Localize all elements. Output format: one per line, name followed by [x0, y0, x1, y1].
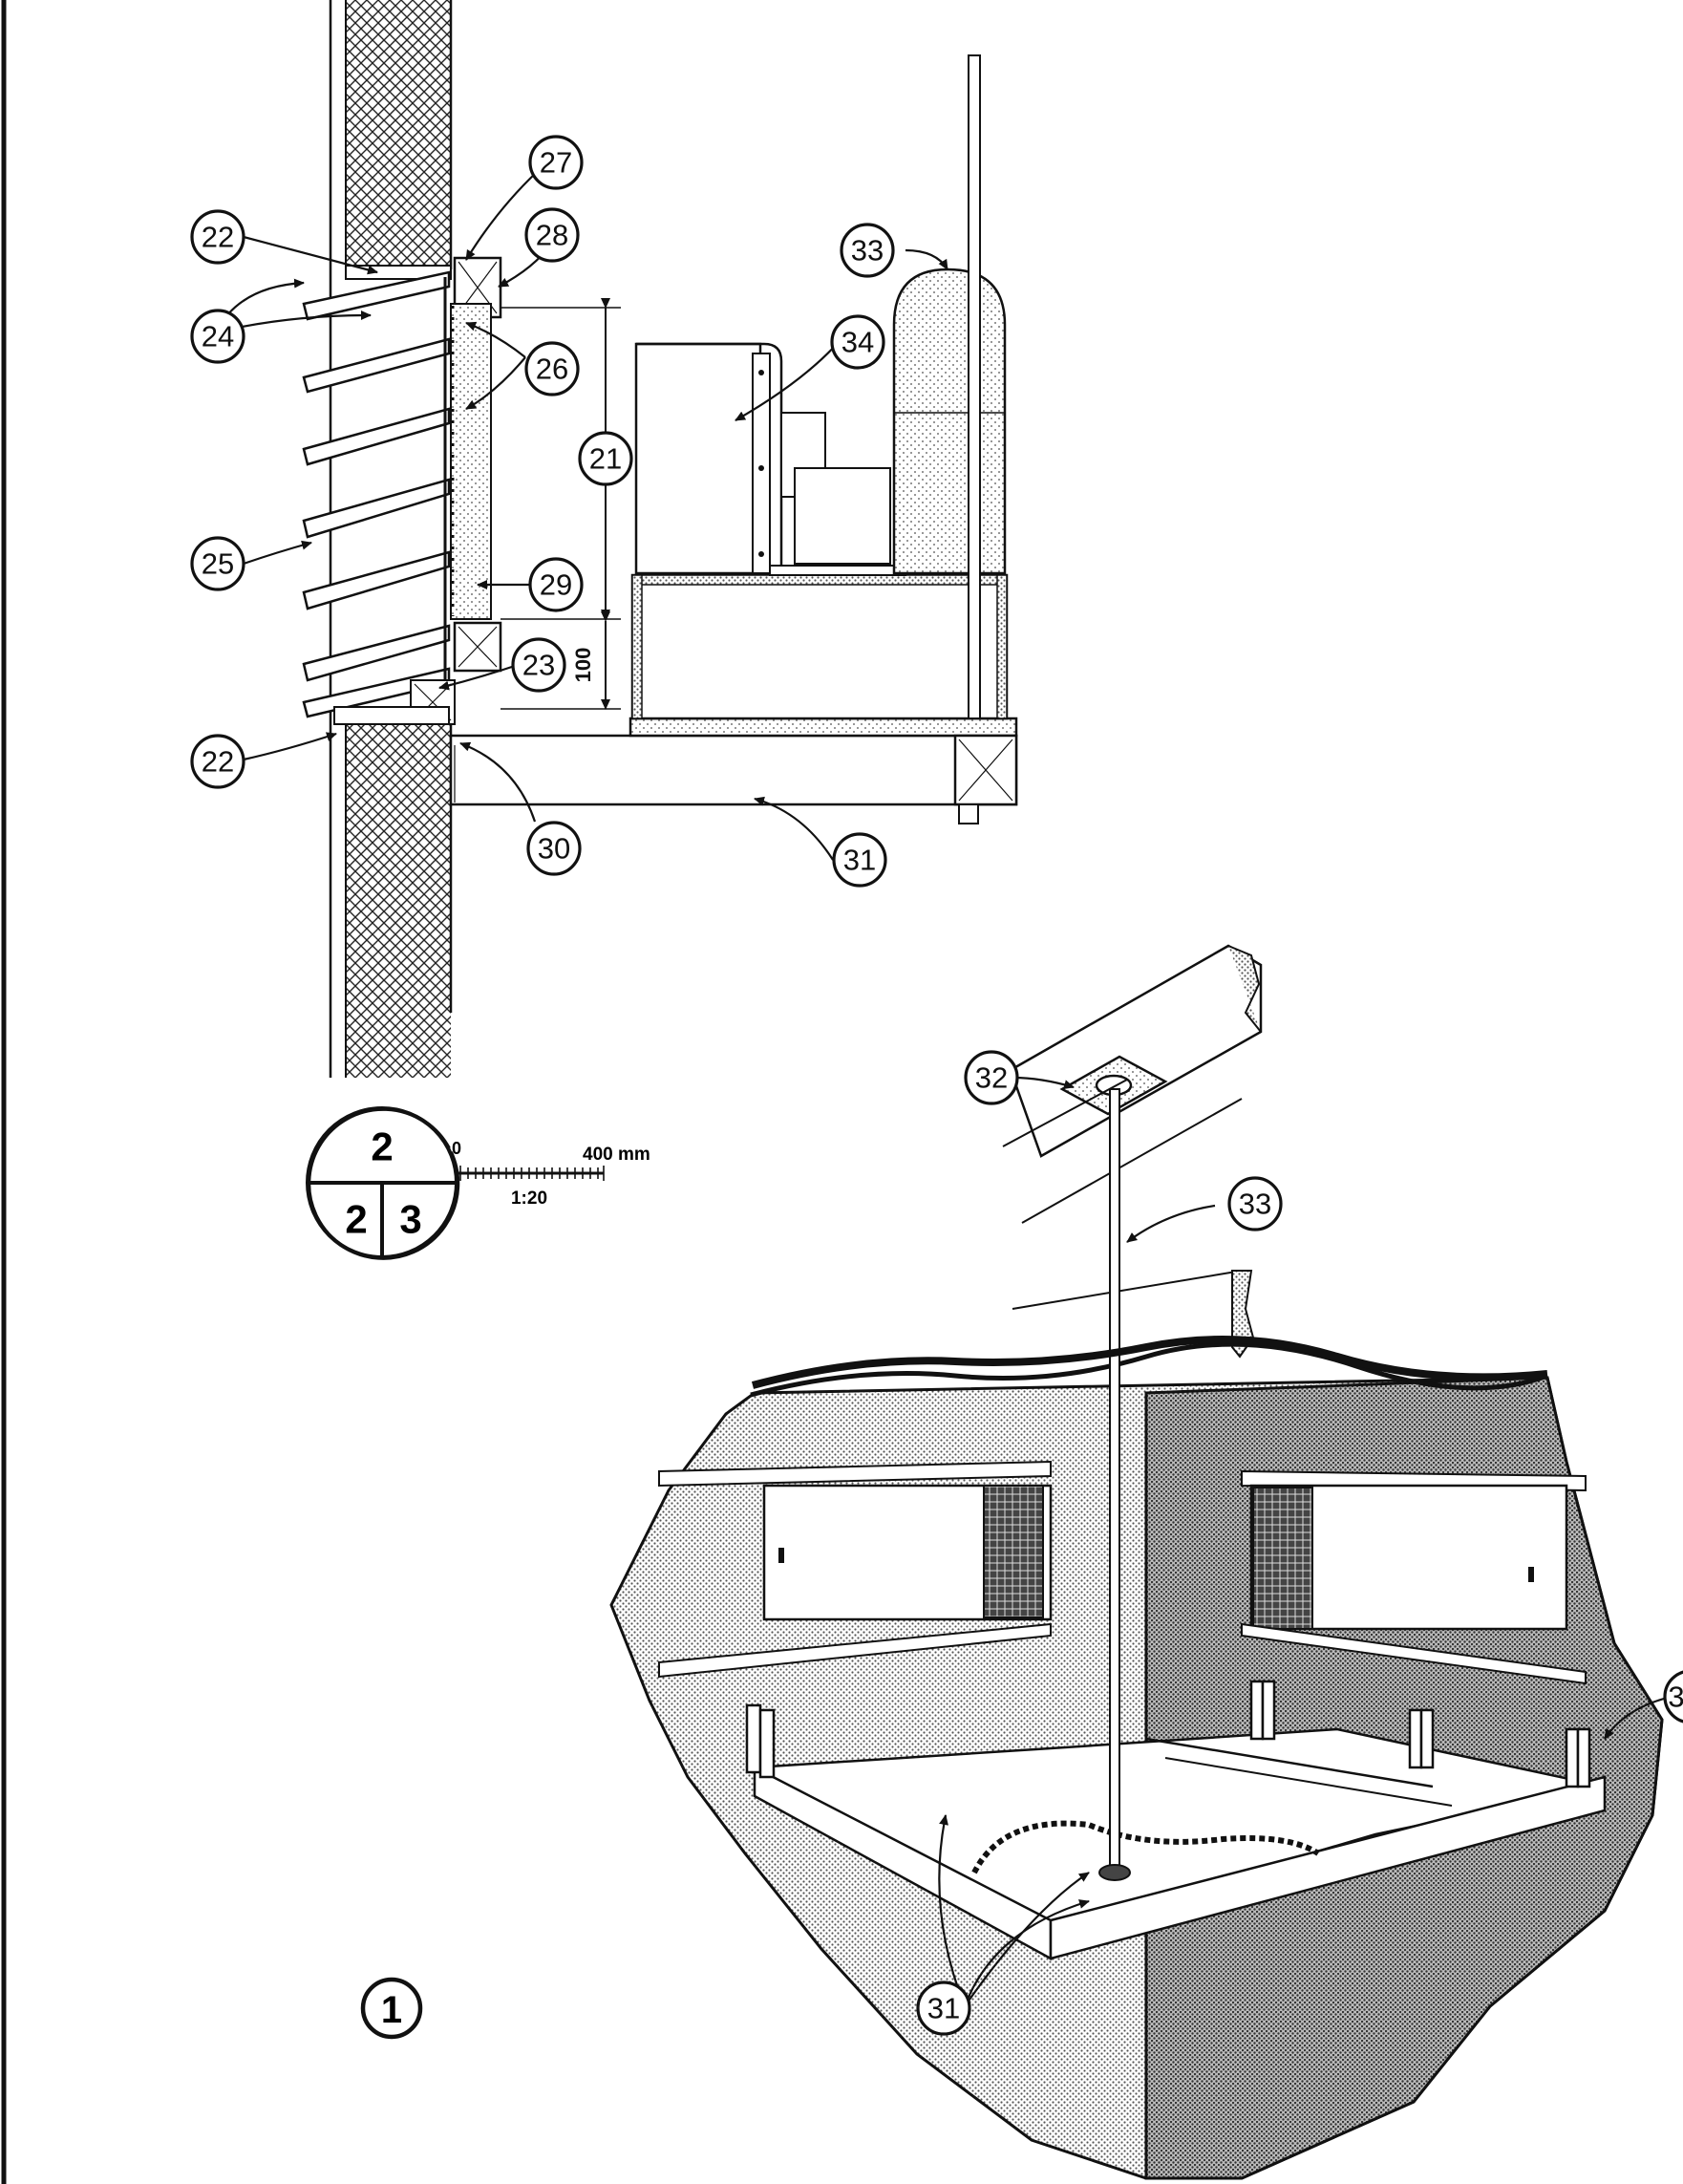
unit-housing — [630, 573, 1009, 720]
dimension-100-label: 100 — [571, 648, 595, 683]
wall-masonry-lower — [346, 724, 451, 1078]
scale-key: 2 2 3 0 400 mm 1:20 — [306, 1106, 650, 1260]
callout-21: 21 — [578, 431, 633, 486]
callout-31-top: 31 — [832, 832, 887, 888]
svg-text:31: 31 — [927, 1992, 960, 2025]
callout-24: 24 — [190, 309, 245, 364]
svg-text:28: 28 — [536, 219, 568, 252]
callout-30: 30 — [526, 821, 582, 876]
svg-text:34: 34 — [842, 326, 874, 359]
section-detail: 100 — [302, 0, 1018, 1078]
fan-unit — [634, 342, 762, 575]
svg-text:33: 33 — [1239, 1188, 1271, 1221]
wall-masonry-upper — [346, 0, 451, 269]
callout-26: 26 — [524, 341, 580, 396]
callout-33-top: 33 — [840, 223, 895, 278]
callout-29: 29 — [528, 557, 584, 612]
support-brackets — [745, 1680, 1591, 1788]
svg-text:24: 24 — [202, 320, 234, 353]
frame-front-right — [1049, 1775, 1607, 1960]
callout-22-bottom: 22 — [190, 734, 245, 789]
svg-text:23: 23 — [522, 649, 555, 682]
vertical-rod — [968, 54, 981, 719]
infill-panel — [450, 303, 492, 620]
svg-text:32: 32 — [975, 1061, 1008, 1095]
scale-key-bottom-right: 3 — [399, 1197, 421, 1242]
callout-3-edge: 3 — [1663, 1670, 1683, 1724]
svg-text:25: 25 — [202, 547, 234, 581]
svg-text:29: 29 — [540, 568, 572, 602]
svg-text:26: 26 — [536, 353, 568, 386]
svg-text:3: 3 — [1668, 1681, 1683, 1714]
hanger-rod — [1109, 1088, 1120, 1874]
scale-ratio: 1:20 — [511, 1188, 547, 1209]
scale-key-top-number: 2 — [371, 1124, 393, 1169]
louvre-panel-left — [983, 1485, 1044, 1618]
ceiling-beam — [1009, 944, 1263, 1158]
figure-number: 1 — [360, 1977, 423, 2040]
scale-key-bottom-left: 2 — [345, 1197, 367, 1242]
callout-23: 23 — [511, 637, 566, 693]
svg-text:21: 21 — [589, 442, 622, 476]
svg-text:22: 22 — [202, 221, 234, 254]
scale-zero-label: 0 — [452, 1139, 461, 1158]
support-bracket — [449, 734, 1018, 806]
callout-22-top: 22 — [190, 209, 245, 265]
svg-text:1: 1 — [381, 1989, 402, 2031]
svg-text:31: 31 — [843, 844, 876, 877]
svg-text:27: 27 — [540, 146, 572, 180]
callout-28: 28 — [524, 207, 580, 263]
scale-end-label: 400 mm — [583, 1145, 650, 1165]
axonometric-view — [609, 944, 1664, 2180]
callout-33-bottom: 33 — [1227, 1176, 1283, 1231]
svg-text:33: 33 — [851, 234, 884, 268]
svg-text:22: 22 — [202, 745, 234, 779]
tank — [892, 268, 1007, 575]
callout-31-bottom: 31 — [916, 1981, 971, 2036]
callout-27: 27 — [528, 135, 584, 190]
louvre-blades — [302, 270, 451, 718]
callout-32: 32 — [964, 1050, 1019, 1105]
callout-25: 25 — [190, 536, 245, 591]
louvre-panel-right — [1252, 1487, 1313, 1630]
platform-slab — [628, 717, 1018, 738]
svg-text:30: 30 — [538, 832, 570, 866]
callout-34: 34 — [830, 314, 885, 370]
